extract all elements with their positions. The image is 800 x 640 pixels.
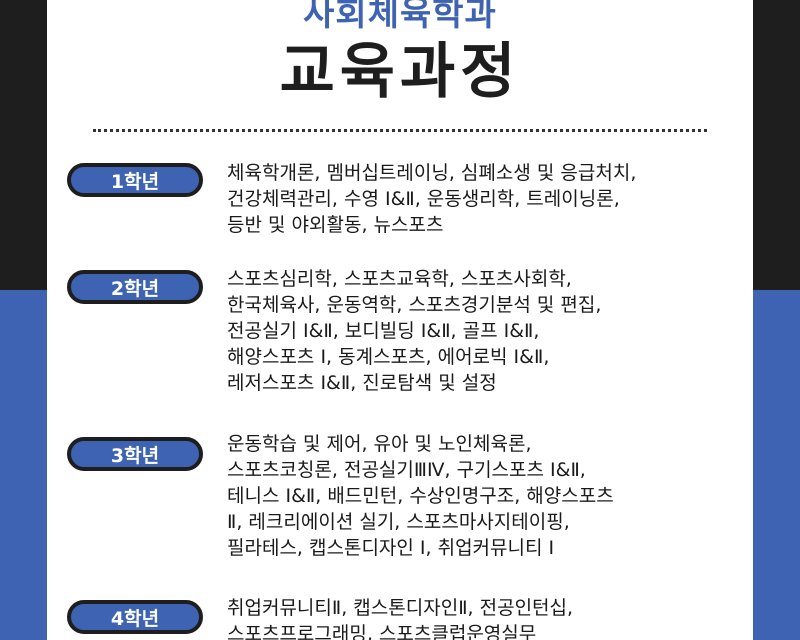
course-line: 스포츠코칭론, 전공실기ⅢⅣ, 구기스포츠 Ⅰ&Ⅱ, bbox=[227, 459, 586, 481]
course-line: 해양스포츠 Ⅰ, 동계스포츠, 에어로빅 Ⅰ&Ⅱ, bbox=[227, 346, 550, 368]
year-badge-2: 2학년 bbox=[67, 270, 203, 304]
course-line: 스포츠심리학, 스포츠교육학, 스포츠사회학, bbox=[227, 268, 572, 290]
course-line: 운동학습 및 제어, 유아 및 노인체육론, bbox=[227, 433, 532, 455]
course-list-4: 취업커뮤니티Ⅱ, 캡스톤디자인Ⅱ, 전공인턴십, 스포츠프로그래밍, 스포츠클럽… bbox=[227, 595, 737, 640]
page-title: 교육과정 bbox=[279, 37, 521, 107]
year-badge-1: 1학년 bbox=[67, 163, 203, 197]
year-badge-3: 3학년 bbox=[67, 437, 203, 471]
course-line: 등반 및 야외활동, 뉴스포츠 bbox=[227, 214, 444, 236]
course-line: 체육학개론, 멤버십트레이닝, 심폐소생 및 응급처치, bbox=[227, 162, 637, 184]
dotted-divider bbox=[93, 129, 707, 132]
course-line: 스포츠프로그래밍, 스포츠클럽운영실무 bbox=[227, 623, 537, 640]
course-line: 테니스 Ⅰ&Ⅱ, 배드민턴, 수상인명구조, 해양스포츠 bbox=[227, 485, 614, 507]
course-line: 한국체육사, 운동역학, 스포츠경기분석 및 편집, bbox=[227, 294, 602, 316]
course-line: Ⅱ, 레크리에이션 실기, 스포츠마사지테이핑, bbox=[227, 511, 570, 533]
department-name: 사회체육학과 bbox=[303, 0, 497, 34]
course-list-3: 운동학습 및 제어, 유아 및 노인체육론, 스포츠코칭론, 전공실기ⅢⅣ, 구… bbox=[227, 431, 737, 561]
year-badge-4: 4학년 bbox=[67, 600, 203, 634]
curriculum-card: 사회체육학과 교육과정 1학년 체육학개론, 멤버십트레이닝, 심폐소생 및 응… bbox=[47, 0, 753, 640]
course-line: 전공실기 Ⅰ&Ⅱ, 보디빌딩 Ⅰ&Ⅱ, 골프 Ⅰ&Ⅱ, bbox=[227, 320, 540, 342]
course-list-2: 스포츠심리학, 스포츠교육학, 스포츠사회학, 한국체육사, 운동역학, 스포츠… bbox=[227, 266, 737, 396]
course-line: 취업커뮤니티Ⅱ, 캡스톤디자인Ⅱ, 전공인턴십, bbox=[227, 597, 574, 619]
course-line: 필라테스, 캡스톤디자인 Ⅰ, 취업커뮤니티 Ⅰ bbox=[227, 537, 555, 559]
course-line: 건강체력관리, 수영 Ⅰ&Ⅱ, 운동생리학, 트레이닝론, bbox=[227, 188, 620, 210]
course-line: 레저스포츠 Ⅰ&Ⅱ, 진로탐색 및 설정 bbox=[227, 372, 497, 394]
course-list-1: 체육학개론, 멤버십트레이닝, 심폐소생 및 응급처치, 건강체력관리, 수영 … bbox=[227, 160, 737, 238]
